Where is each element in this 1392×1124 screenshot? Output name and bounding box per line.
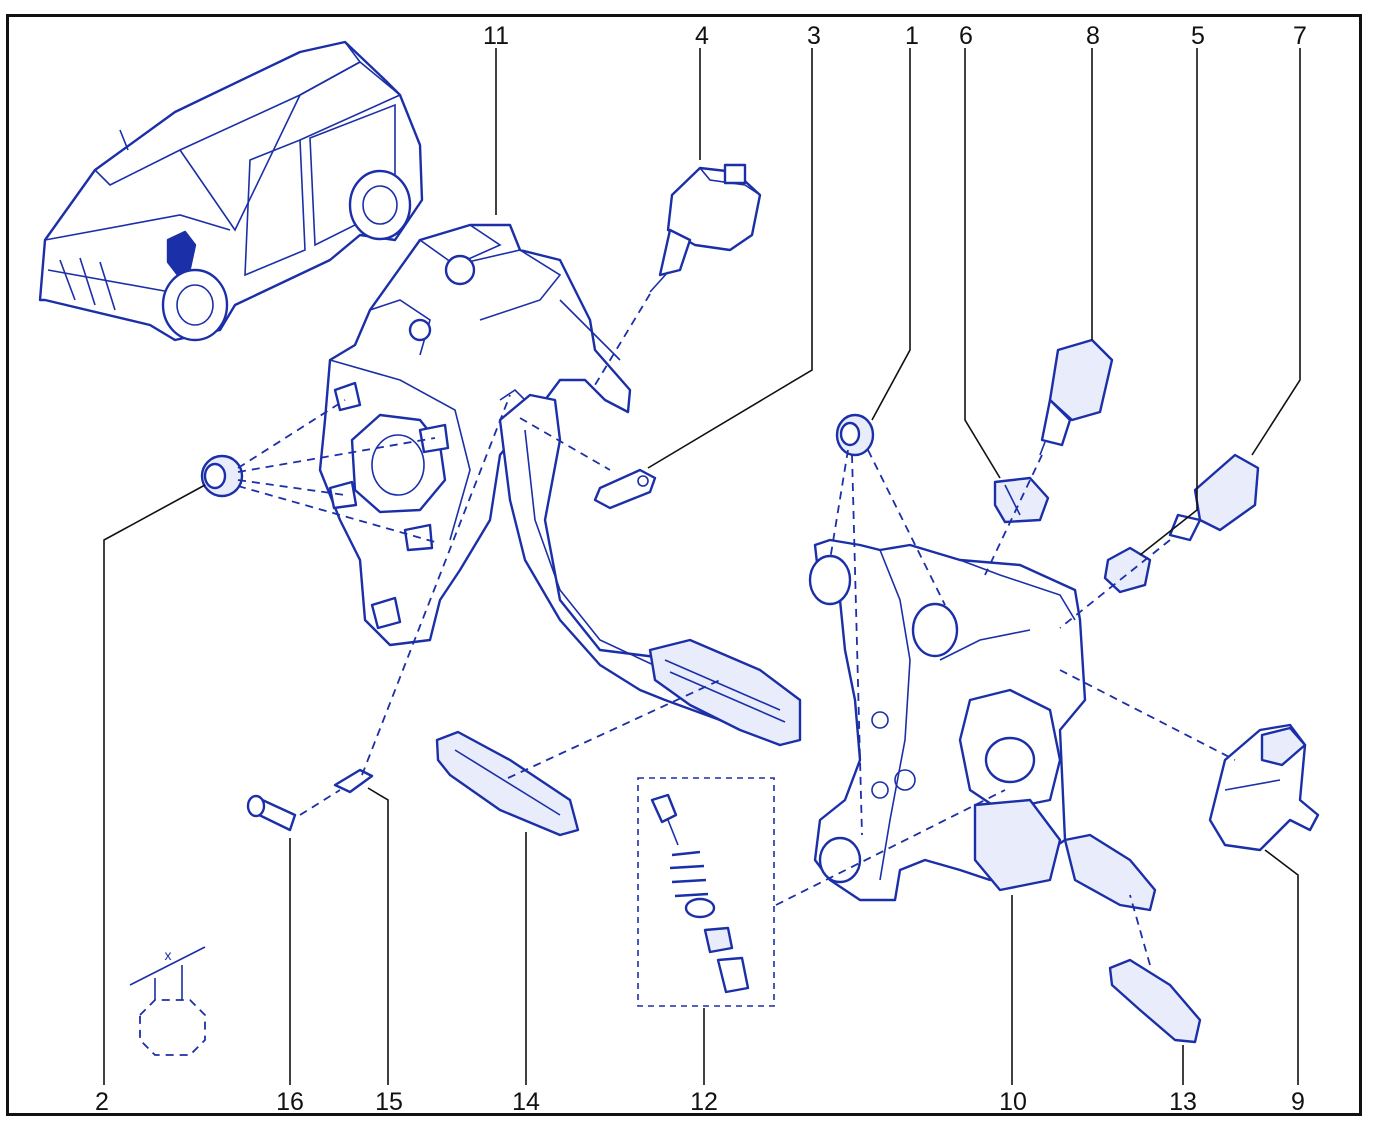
stop-switch-4 (649, 163, 762, 293)
diagram-frame (6, 14, 1362, 1116)
callout-3: 3 (807, 22, 821, 50)
callout-5: 5 (1191, 22, 1205, 50)
switch-8 (1039, 338, 1114, 456)
callout-16: 16 (276, 1088, 304, 1116)
callout-7: 7 (1293, 22, 1307, 50)
callout-11: 11 (483, 22, 509, 50)
callout-labels: 11 4 3 1 6 8 5 7 2 16 15 14 12 10 13 9 (95, 22, 1307, 1116)
callout-9: 9 (1291, 1088, 1305, 1116)
vehicle-thumbnail (38, 40, 424, 342)
clip-5 (1103, 546, 1152, 594)
callout-8: 8 (1086, 22, 1100, 50)
pin-16 (246, 794, 297, 832)
callout-14: 14 (512, 1088, 540, 1116)
bushing-2 (200, 454, 244, 498)
spring-assembly-12 (637, 777, 775, 1007)
pin-clip-15 (333, 768, 374, 794)
switch-7 (1168, 453, 1260, 542)
assembly-lines (237, 293, 1236, 966)
callout-13: 13 (1169, 1088, 1197, 1116)
callout-6: 6 (959, 22, 973, 50)
nut-symbol: x (129, 946, 206, 1056)
leader-lines (103, 48, 1301, 1085)
callout-4: 4 (695, 22, 709, 50)
clip-3 (593, 468, 657, 510)
sensor-9 (1208, 723, 1320, 852)
pedal-arm-left (498, 393, 802, 747)
pedal-pad-13 (1108, 958, 1202, 1044)
callout-10: 10 (999, 1088, 1027, 1116)
callout-15: 15 (375, 1088, 403, 1116)
tolerance-symbol: x (165, 947, 172, 963)
pedal-bracket-left (318, 223, 632, 647)
callout-12: 12 (690, 1088, 718, 1116)
callout-1: 1 (905, 22, 919, 50)
pedal-bracket-right (808, 538, 1157, 912)
bushing-1 (835, 413, 875, 457)
callout-2: 2 (95, 1088, 109, 1116)
pedal-pad-14 (435, 730, 580, 837)
